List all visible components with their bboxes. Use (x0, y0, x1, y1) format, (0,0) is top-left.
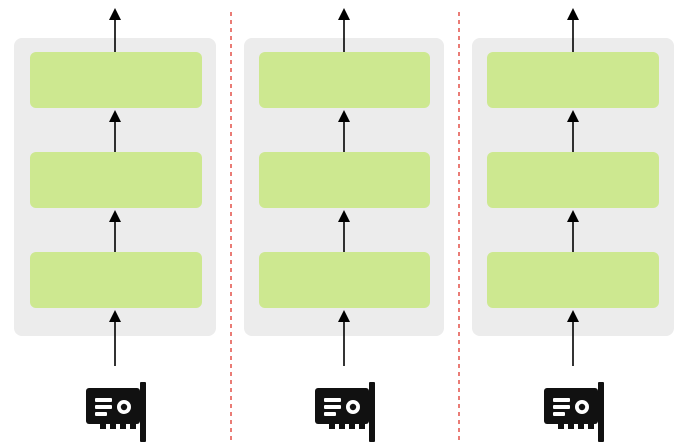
layer-block-1-middle (30, 152, 202, 208)
arrow-2-middle (338, 210, 350, 252)
layer-block-3-top (487, 52, 659, 108)
gpu-card-icon (544, 382, 604, 442)
layer-block-2-top (259, 52, 430, 108)
column-3 (472, 8, 674, 442)
arrow-1-input (109, 310, 121, 366)
layer-block-3-bottom (487, 252, 659, 308)
arrow-3-output (567, 8, 579, 52)
column-2 (244, 8, 444, 442)
arrow-3-middle (567, 210, 579, 252)
arrow-2-output (338, 8, 350, 52)
arrow-2-input (338, 310, 350, 366)
layer-block-2-middle (259, 152, 430, 208)
layer-block-2-bottom (259, 252, 430, 308)
gpu-card-icon (315, 382, 375, 442)
gpu-card-icon (86, 382, 146, 442)
layer-block-1-bottom (30, 252, 202, 308)
arrow-2-top (338, 110, 350, 152)
column-1 (14, 8, 216, 442)
arrow-1-top (109, 110, 121, 152)
layer-block-1-top (30, 52, 202, 108)
arrow-3-top (567, 110, 579, 152)
arrow-1-middle (109, 210, 121, 252)
arrow-3-input (567, 310, 579, 366)
layer-block-3-middle (487, 152, 659, 208)
arrow-1-output (109, 8, 121, 52)
